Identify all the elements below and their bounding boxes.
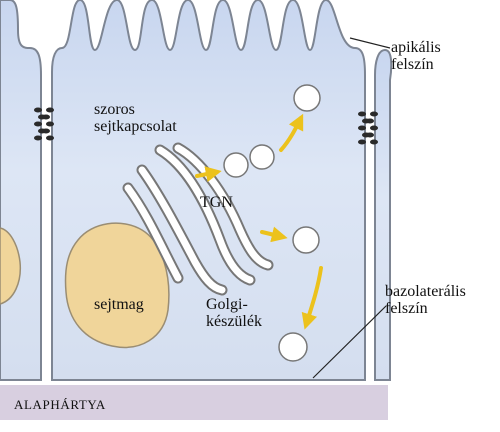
vesicle bbox=[278, 332, 308, 362]
right-neighbor-cell bbox=[374, 48, 393, 381]
tight-junction-right bbox=[358, 111, 378, 145]
left-neighbor-cell bbox=[0, 0, 42, 381]
neighbor-nucleus bbox=[0, 227, 22, 305]
arrow-to-apical bbox=[279, 113, 304, 152]
arrow-to-basolateral-vesicle bbox=[260, 226, 288, 243]
label-tight-junction: szoros sejtkapcsolat bbox=[94, 101, 177, 135]
vesicle bbox=[292, 226, 320, 254]
label-tgn: TGN bbox=[200, 194, 233, 211]
nucleus bbox=[64, 222, 170, 348]
leader-lines bbox=[312, 37, 391, 379]
label-basement-membrane: ALAPHÁRTYA bbox=[14, 397, 106, 412]
vesicle bbox=[249, 144, 275, 170]
basement-membrane bbox=[0, 385, 388, 420]
label-golgi: Golgi- készülék bbox=[206, 296, 262, 330]
arrow-to-tgn-vesicles bbox=[195, 166, 222, 183]
transport-arrows bbox=[195, 113, 323, 330]
label-basolateral: bazolaterális felszín bbox=[385, 283, 466, 317]
arrow-to-basolateral bbox=[301, 266, 323, 330]
golgi-apparatus bbox=[122, 142, 274, 296]
label-apical: apikális felszín bbox=[391, 39, 441, 73]
vesicle bbox=[223, 152, 249, 178]
label-nucleus: sejtmag bbox=[94, 296, 144, 313]
tight-junction-left bbox=[34, 107, 54, 141]
vesicles bbox=[223, 84, 321, 362]
vesicle bbox=[293, 84, 321, 112]
